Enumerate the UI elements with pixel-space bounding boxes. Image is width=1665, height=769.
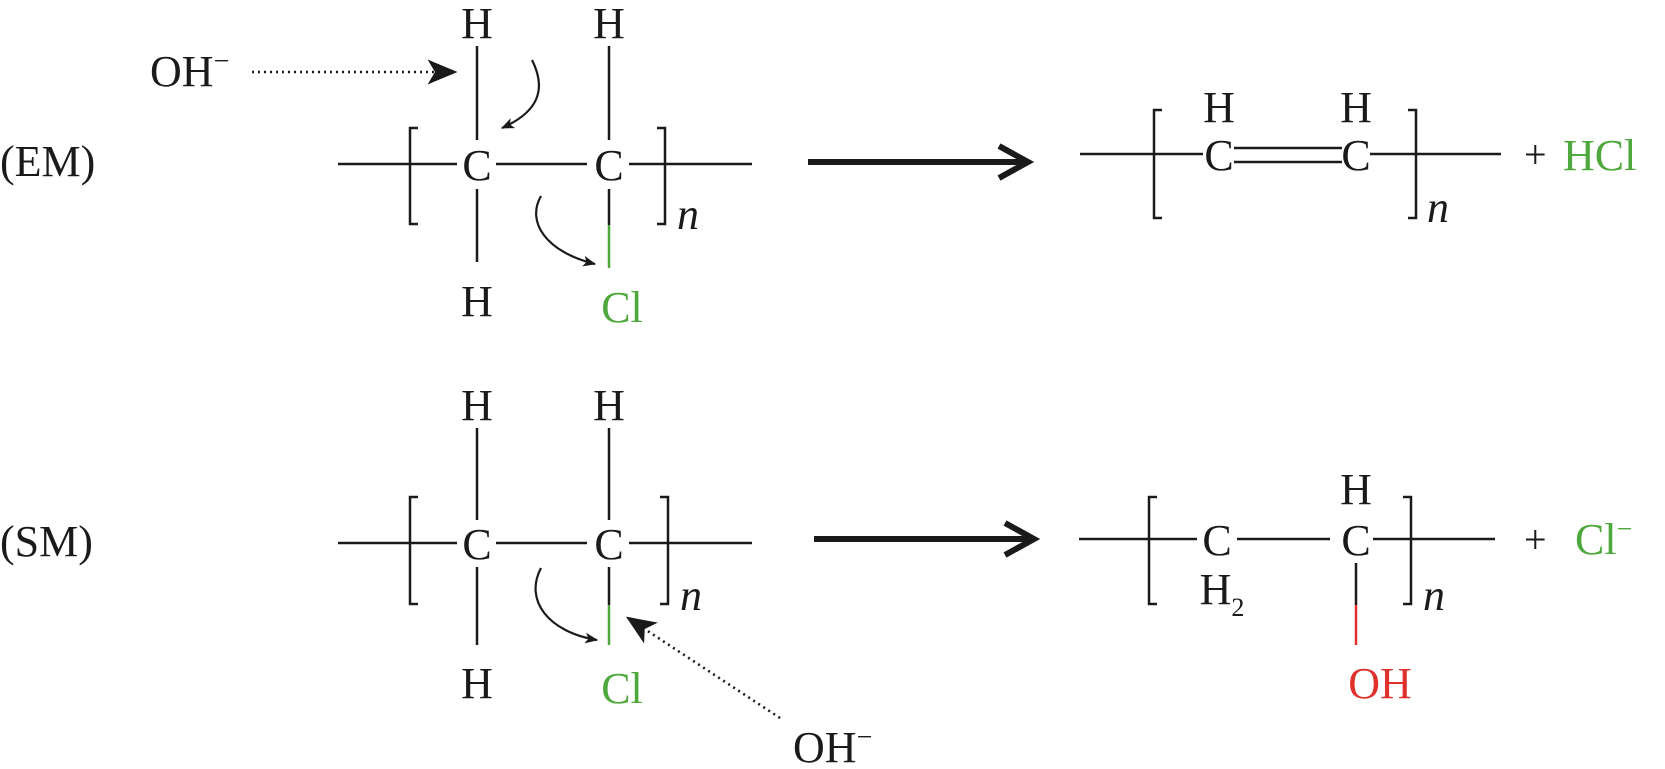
sm-reaction-arrow — [814, 520, 1041, 558]
em-product-repeat-n: n — [1427, 183, 1449, 232]
em-product-right-bracket — [1408, 108, 1418, 220]
sm-dotted-arrow — [625, 616, 781, 720]
sm-product-atom-c-1: C — [1202, 516, 1231, 565]
sm-atom-c-2: C — [594, 520, 623, 569]
sm-product-repeat-n: n — [1423, 571, 1445, 620]
em-product-atom-c-2: C — [1341, 131, 1370, 180]
em-hydroxide-attack: OH− — [150, 46, 458, 96]
em-curly-arrow-h — [501, 59, 541, 130]
sm-plus-sign: + — [1524, 517, 1547, 562]
sm-atom-h-bottom-1: H — [461, 659, 493, 708]
em-reactant: H H C C H Cl n — [338, 0, 752, 332]
sm-product-hydroxyl: OH — [1348, 659, 1412, 708]
em-hydroxide-ion: OH− — [150, 46, 229, 96]
em-row: (EM) OH− H H C C H Cl n — [0, 0, 1636, 332]
em-reaction-arrow — [808, 143, 1035, 181]
em-product-atom-c-1: C — [1204, 131, 1233, 180]
sm-product-right-bracket — [1403, 495, 1413, 606]
em-byproduct-hcl: HCl — [1563, 131, 1636, 180]
em-plus-sign: + — [1524, 132, 1547, 177]
em-atom-h-top-2: H — [593, 0, 625, 48]
em-atom-h-top-1: H — [461, 0, 493, 48]
em-product-atom-h-1: H — [1203, 83, 1235, 132]
sm-product: C H2 H C OH n — [1079, 465, 1495, 708]
sm-product-atom-c-2: C — [1341, 516, 1370, 565]
sm-reactant: H H C C H Cl n — [338, 381, 752, 713]
sm-right-bracket — [660, 495, 670, 606]
em-atom-cl: Cl — [601, 283, 643, 332]
em-product-left-bracket — [1152, 108, 1162, 220]
sm-label: (SM) — [0, 517, 93, 566]
sm-curly-arrow-cl — [534, 567, 599, 644]
em-right-bracket — [657, 126, 667, 226]
em-curly-arrow-cl — [535, 195, 597, 267]
em-atom-c-1: C — [462, 141, 491, 190]
sm-row: (SM) H H C C H Cl n OH− — [0, 381, 1632, 769]
em-repeat-n: n — [677, 190, 699, 239]
sm-product-atom-h2: H2 — [1200, 565, 1245, 622]
sm-atom-cl: Cl — [601, 664, 643, 713]
sm-product-atom-h-top: H — [1340, 465, 1372, 514]
sm-atom-h-top-2: H — [593, 381, 625, 430]
em-label: (EM) — [0, 137, 95, 186]
sm-left-bracket — [408, 495, 418, 606]
sm-byproduct-chloride: Cl− — [1575, 514, 1632, 564]
em-product: H H C C n — [1080, 83, 1501, 232]
sm-atom-h-top-1: H — [461, 381, 493, 430]
sm-product-left-bracket — [1147, 495, 1157, 606]
sm-hydroxide-attack: OH− — [625, 616, 872, 769]
em-left-bracket — [408, 126, 418, 226]
em-atom-h-bottom-1: H — [461, 277, 493, 326]
em-atom-c-2: C — [594, 141, 623, 190]
sm-repeat-n: n — [680, 571, 702, 620]
sm-atom-c-1: C — [462, 520, 491, 569]
sm-hydroxide-ion: OH− — [793, 722, 872, 769]
em-product-atom-h-2: H — [1340, 83, 1372, 132]
